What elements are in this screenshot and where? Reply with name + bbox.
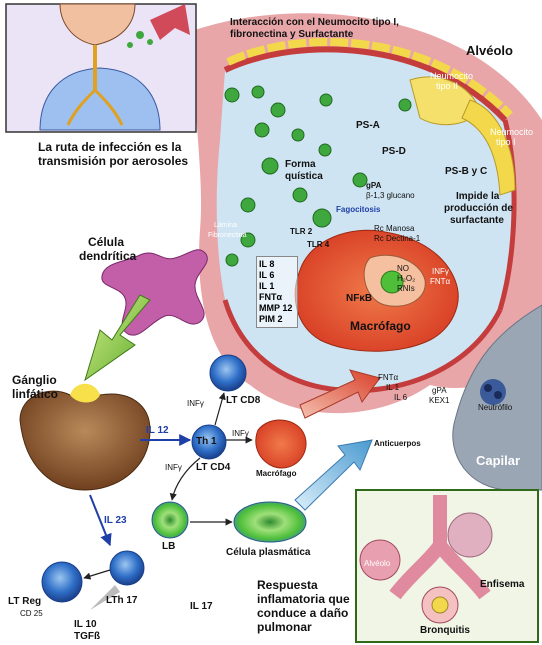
migration-arrow — [85, 295, 150, 380]
label-neutrofilo: Neutrófilo — [478, 404, 512, 412]
label-neumocito-ii-b: tipo II — [436, 82, 458, 91]
cytokine-box: IL 8 IL 6 IL 1 FNTα MMP 12 PIM 2 — [256, 256, 298, 328]
label-fnta-2: FNTα — [378, 374, 398, 382]
label-il17: IL 17 — [190, 602, 213, 613]
label-anticuerpos: Anticuerpos — [374, 440, 421, 448]
label-glucano: β-1,3 glucano — [366, 192, 415, 200]
aerosol-inset — [6, 4, 196, 132]
macrophage-small — [256, 420, 306, 468]
label-fagocitosis: Fagocitosis — [336, 206, 380, 214]
label-cd25: CD 25 — [20, 610, 43, 618]
label-impide-1: Impide la — [456, 192, 499, 203]
label-interaction-2: fibronectina y Surfactante — [230, 30, 353, 41]
cytokine-item: IL 6 — [259, 270, 295, 281]
label-bronquitis: Bronquitis — [420, 626, 470, 637]
label-forma-2: quística — [285, 172, 323, 183]
label-celula-1: Célula — [88, 236, 124, 249]
label-gpa: gPA — [366, 182, 381, 190]
label-ruta-1: La ruta de infección es la — [38, 141, 181, 154]
label-enfisema: Enfisema — [480, 580, 524, 591]
cytokine-item: FNTα — [259, 292, 295, 303]
label-lt-cd4: LT CD4 — [196, 463, 230, 474]
label-il10: IL 10 — [74, 620, 97, 631]
cytokine-item: PIM 2 — [259, 314, 295, 325]
label-lth17: LTh 17 — [106, 596, 137, 607]
label-lt-reg: LT Reg — [8, 597, 41, 608]
label-alveolo: Alvéolo — [466, 44, 513, 58]
label-ps-d: PS-D — [382, 147, 406, 158]
label-impide-2: producción de — [444, 204, 513, 215]
label-rc-manosa: Rc Manosa — [374, 225, 414, 233]
label-il1: IL 1 — [386, 384, 399, 392]
cytokine-item: IL 1 — [259, 281, 295, 292]
label-interaction: Interacción con el Neumocito tipo I, — [230, 18, 399, 29]
label-nfkb: NFκB — [346, 294, 372, 305]
label-macrofago-2: Macrófago — [256, 470, 296, 478]
label-h2o2: H₂O₂ — [397, 275, 415, 283]
label-lamina-2: Fibronectina — [208, 232, 247, 239]
label-ps-b-c: PS-B y C — [445, 167, 487, 178]
label-rc-dectina: Rc Dectina-1 — [374, 235, 420, 243]
label-capilar: Capilar — [476, 454, 520, 468]
label-il12: IL 12 — [146, 426, 169, 437]
label-tgfb: TGFß — [74, 632, 100, 643]
label-no: NO — [397, 265, 409, 273]
label-ganglio-1: Gánglio — [12, 374, 57, 387]
label-tlr4: TLR 4 — [307, 241, 329, 249]
label-ps-a: PS-A — [356, 121, 380, 132]
label-forma-1: Forma — [285, 160, 316, 171]
label-respuesta-3: conduce a daño — [257, 607, 348, 620]
label-gpa-2: gPA — [432, 387, 447, 395]
label-celula-2: dendrítica — [79, 250, 136, 263]
label-respuesta-2: inflamatoria que — [257, 593, 350, 606]
label-lb: LB — [162, 542, 175, 553]
label-il23: IL 23 — [104, 516, 127, 527]
label-ruta-2: transmisión por aerosoles — [38, 155, 188, 168]
label-macrofago: Macrófago — [350, 320, 411, 333]
label-alveolo-small: Alvéolo — [364, 560, 390, 568]
label-neumocito-i-b: tipo I — [496, 138, 516, 147]
label-il6: IL 6 — [394, 394, 407, 402]
label-infy-cd8: INFγ — [187, 400, 204, 408]
label-tlr2: TLR 2 — [290, 228, 312, 236]
label-th1: Th 1 — [196, 437, 217, 448]
cytokine-item: MMP 12 — [259, 303, 295, 314]
label-kex1: KEX1 — [429, 397, 449, 405]
label-infy-1: INFγ — [432, 268, 449, 276]
cytokine-item: IL 8 — [259, 259, 295, 270]
label-respuesta-1: Respuesta — [257, 579, 318, 592]
label-lamina-1: Lámina — [214, 222, 237, 229]
label-fnta-1: FNTα — [430, 278, 450, 286]
label-celula-plasmatica: Célula plasmática — [226, 548, 310, 559]
label-respuesta-4: pulmonar — [257, 621, 312, 634]
label-infy-lb: INFγ — [165, 464, 182, 472]
label-lt-cd8: LT CD8 — [226, 396, 260, 407]
label-rnis: RNIs — [397, 285, 415, 293]
label-impide-3: surfactante — [450, 216, 504, 227]
label-infy-mac: INFγ — [232, 430, 249, 438]
label-ganglio-2: linfático — [12, 388, 58, 401]
